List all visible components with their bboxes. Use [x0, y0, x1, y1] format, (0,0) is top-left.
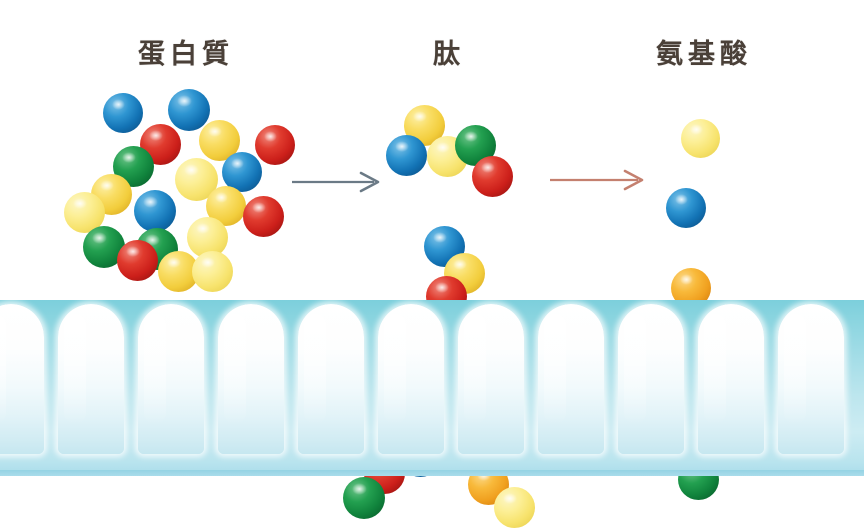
arrow-peptide-to-amino-acid	[550, 168, 646, 192]
label-protein: 蛋白質	[138, 39, 234, 70]
villus	[58, 304, 124, 454]
molecule-sphere-red	[472, 156, 513, 197]
molecule-sphere-blue	[222, 152, 262, 192]
molecule-sphere-paleyellow	[681, 119, 720, 158]
molecule-sphere-red	[243, 196, 284, 237]
villus	[698, 304, 764, 454]
molecule-sphere-blue	[168, 89, 210, 131]
label-peptide: 肽	[433, 39, 465, 70]
molecule-sphere-red	[255, 125, 295, 165]
villus	[618, 304, 684, 454]
villus	[138, 304, 204, 454]
molecule-sphere-blue	[134, 190, 176, 232]
villus	[218, 304, 284, 454]
molecule-sphere-blue	[103, 93, 143, 133]
villus	[378, 304, 444, 454]
molecule-sphere-green	[343, 477, 385, 519]
label-amino-acid: 氨基酸	[656, 39, 752, 70]
molecule-sphere-red	[117, 240, 158, 281]
villus	[458, 304, 524, 454]
intestinal-membrane	[0, 300, 864, 476]
molecule-sphere-paleyellow	[494, 487, 535, 528]
villus	[0, 304, 44, 454]
villus	[778, 304, 844, 454]
arrow-protein-to-peptide	[292, 170, 382, 194]
molecule-sphere-blue	[386, 135, 427, 176]
villus	[538, 304, 604, 454]
molecule-sphere-blue	[666, 188, 706, 228]
molecule-sphere-paleyellow	[192, 251, 233, 292]
villus	[298, 304, 364, 454]
